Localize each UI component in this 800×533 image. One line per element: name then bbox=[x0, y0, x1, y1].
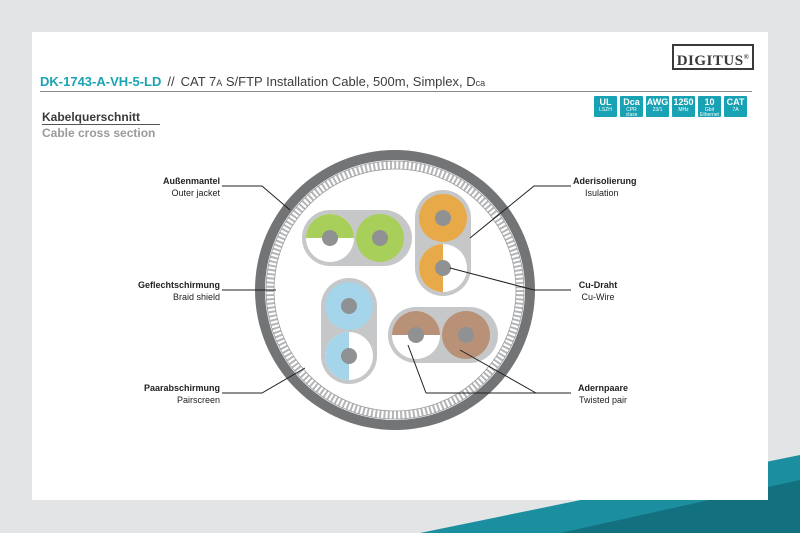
title-divider bbox=[40, 91, 752, 92]
product-title: DK-1743-A-VH-5-LD // CAT 7A S/FTP Installa… bbox=[40, 74, 485, 89]
leader-cu-wire bbox=[449, 267, 571, 291]
section-title-de: Kabelquerschnitt bbox=[42, 110, 141, 124]
leader-insulation bbox=[469, 185, 571, 239]
brand-logo: DIGITUS® bbox=[672, 44, 754, 70]
leader-twisted-pair-3 bbox=[407, 344, 427, 394]
product-description: CAT 7A S/FTP Installation Cable, 500m, S… bbox=[180, 74, 486, 89]
section-title-en: Cable cross section bbox=[42, 126, 156, 140]
leader-pairscreen bbox=[222, 367, 306, 394]
product-code: DK-1743-A-VH-5-LD bbox=[40, 74, 162, 89]
leader-outer-jacket bbox=[222, 185, 291, 211]
title-separator: // bbox=[167, 74, 175, 89]
section-underline bbox=[42, 124, 160, 125]
